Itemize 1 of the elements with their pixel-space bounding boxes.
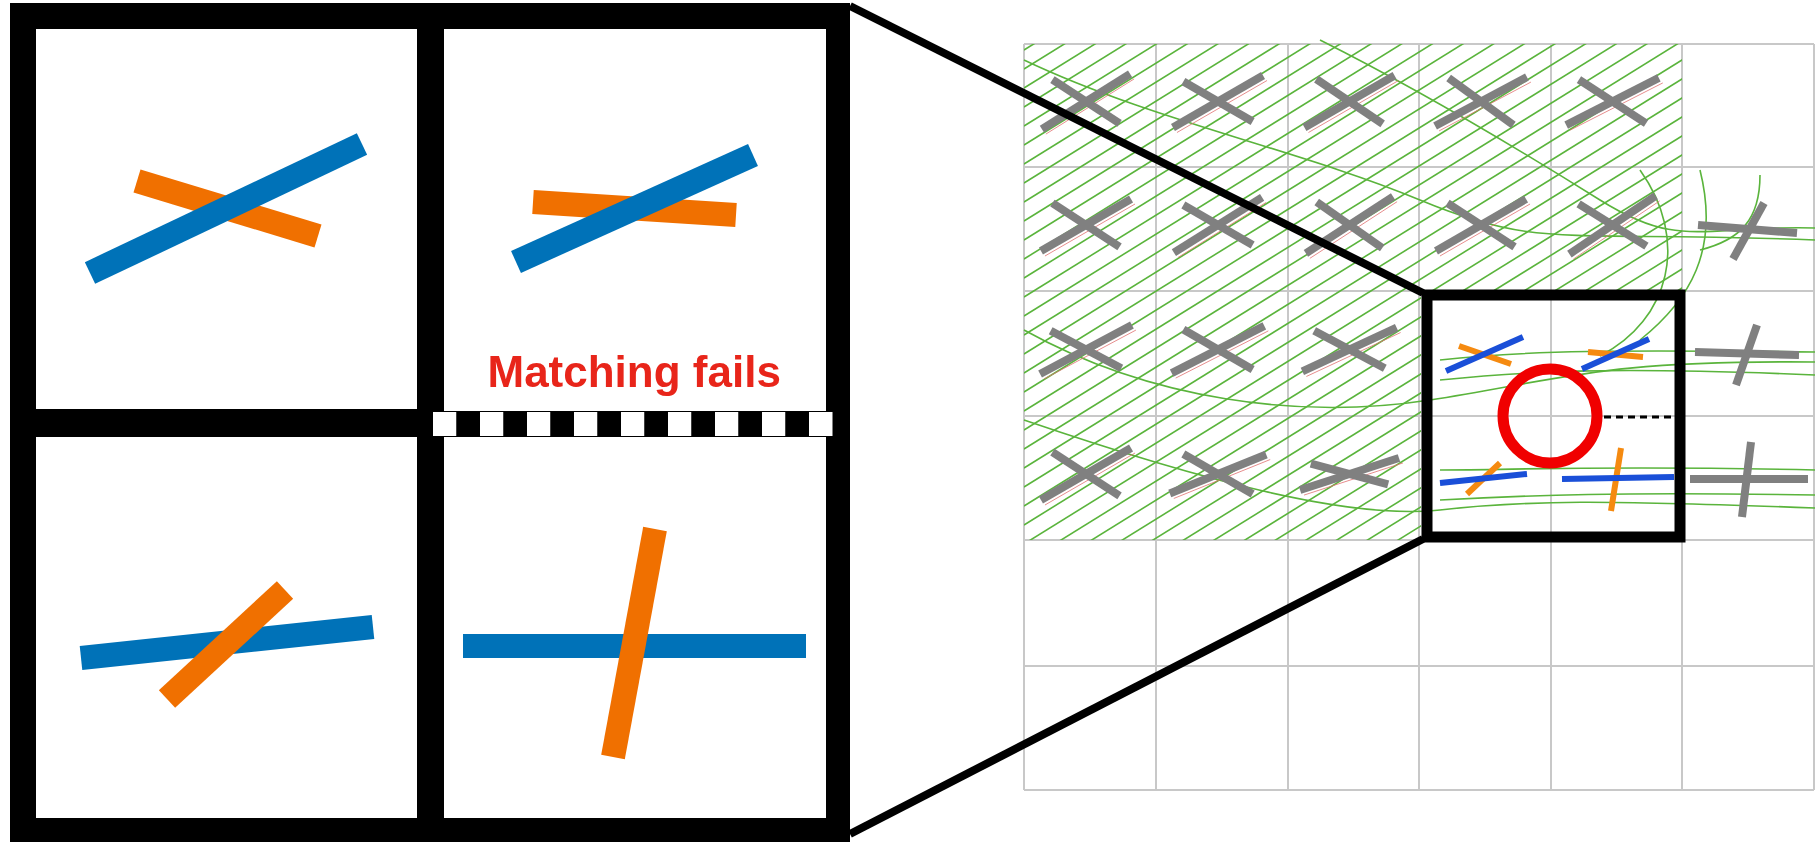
status-label: Matching fails <box>487 347 781 397</box>
